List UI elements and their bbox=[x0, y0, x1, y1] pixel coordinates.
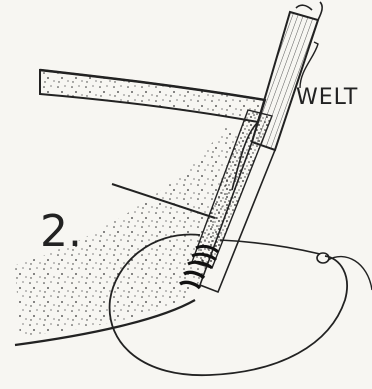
step-number-label: 2. bbox=[40, 206, 82, 257]
welt-label: WELT bbox=[296, 85, 358, 110]
insole-layer bbox=[40, 70, 265, 122]
